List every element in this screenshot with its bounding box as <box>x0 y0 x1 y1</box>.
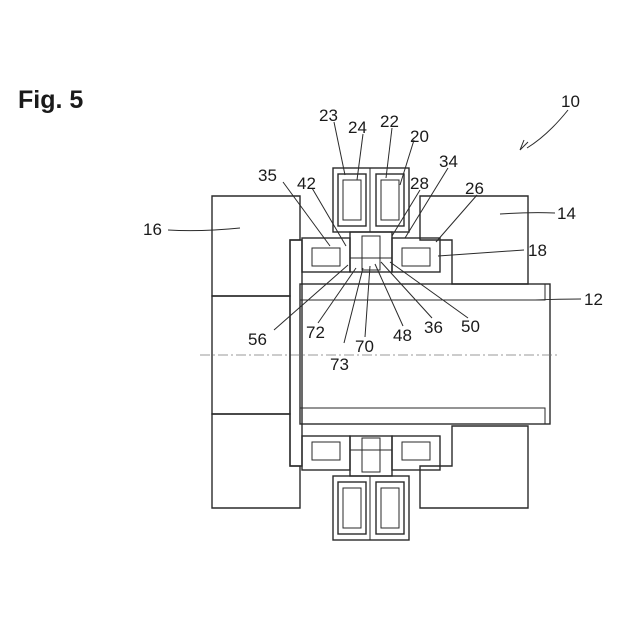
label-14: 14 <box>557 204 576 223</box>
label-73: 73 <box>330 355 349 374</box>
label-28: 28 <box>410 174 429 193</box>
label-35: 35 <box>258 166 277 185</box>
bearing-bottom <box>302 436 440 476</box>
label-42: 42 <box>297 174 316 193</box>
leader-lines <box>168 110 581 343</box>
label-48: 48 <box>393 326 412 345</box>
shaft <box>200 284 560 424</box>
coil-assembly-top <box>333 168 409 232</box>
label-10: 10 <box>561 92 580 111</box>
label-36: 36 <box>424 318 443 337</box>
label-26: 26 <box>465 179 484 198</box>
label-23: 23 <box>319 106 338 125</box>
label-22: 22 <box>380 112 399 131</box>
coil-assembly-bottom <box>333 476 409 540</box>
label-70: 70 <box>355 337 374 356</box>
label-12: 12 <box>584 290 603 309</box>
label-56: 56 <box>248 330 267 349</box>
label-72: 72 <box>306 323 325 342</box>
housing-left <box>212 196 300 508</box>
label-50: 50 <box>461 317 480 336</box>
label-18: 18 <box>528 241 547 260</box>
bearing-top <box>302 232 440 272</box>
label-34: 34 <box>439 152 458 171</box>
label-16: 16 <box>143 220 162 239</box>
label-24: 24 <box>348 118 367 137</box>
label-20: 20 <box>410 127 429 146</box>
housing-right <box>420 196 528 508</box>
